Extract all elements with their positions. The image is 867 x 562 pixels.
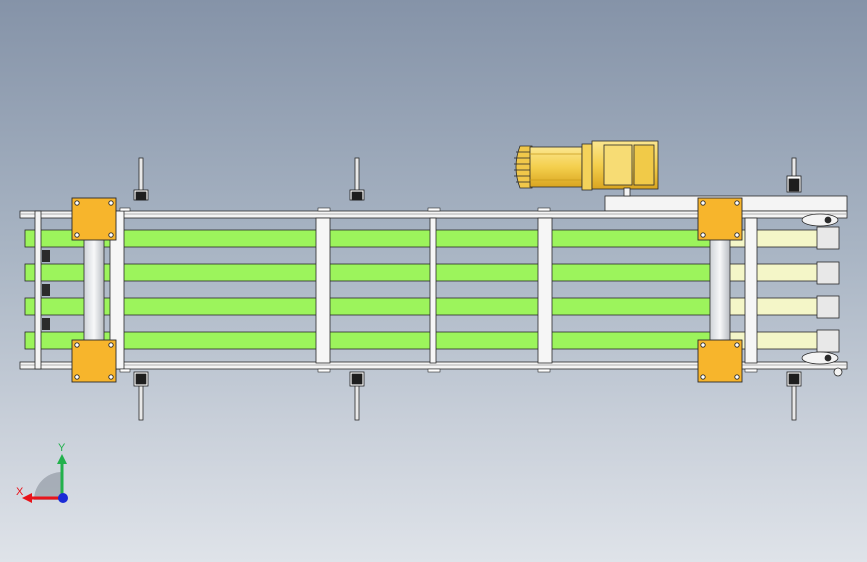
cross-member-3 xyxy=(537,217,553,364)
bearing-block-left-bottom xyxy=(71,339,117,383)
left-end-shaft xyxy=(34,210,42,370)
tension-pulleys xyxy=(801,213,843,377)
clamp-right-bottom xyxy=(786,371,802,387)
bearing-blocks xyxy=(71,197,743,383)
axis-triad xyxy=(22,454,68,503)
drive-roller-left xyxy=(83,237,105,343)
belt-tail-ends xyxy=(816,226,840,353)
cross-members xyxy=(109,210,758,370)
y-axis-label: Y xyxy=(58,442,66,454)
bearing-block-right-top xyxy=(697,197,743,241)
bearing-block-left-top xyxy=(71,197,117,241)
cross-member-4 xyxy=(744,217,758,364)
drive-roller-right xyxy=(709,237,731,343)
z-axis-dot xyxy=(58,493,68,503)
motor-fan-cover xyxy=(514,145,533,189)
bearing-block-right-bottom xyxy=(697,339,743,383)
motor-flange xyxy=(581,143,593,191)
rollers xyxy=(83,237,731,343)
gear-motor xyxy=(514,140,659,197)
cross-member-2 xyxy=(315,217,331,364)
clamp-left-bottom xyxy=(133,371,149,387)
cross-member-1 xyxy=(109,210,125,370)
triad-base-quarter xyxy=(34,472,62,500)
clamp-mid-bottom xyxy=(349,371,365,387)
clamp-right-top xyxy=(786,175,802,193)
rail-bolts xyxy=(119,207,758,373)
thin-support-rod xyxy=(429,217,437,364)
leg-rod-right-top xyxy=(791,157,797,179)
x-axis-label: X xyxy=(16,486,24,498)
leg-clamps xyxy=(133,175,802,387)
clamp-left-top xyxy=(133,189,149,201)
output-shaft xyxy=(623,187,631,197)
leg-rod-right-bottom xyxy=(791,381,797,421)
motor-body xyxy=(529,146,583,188)
clamp-mid-top xyxy=(349,189,365,201)
left-chain-links xyxy=(42,250,50,330)
support-legs xyxy=(138,157,797,421)
